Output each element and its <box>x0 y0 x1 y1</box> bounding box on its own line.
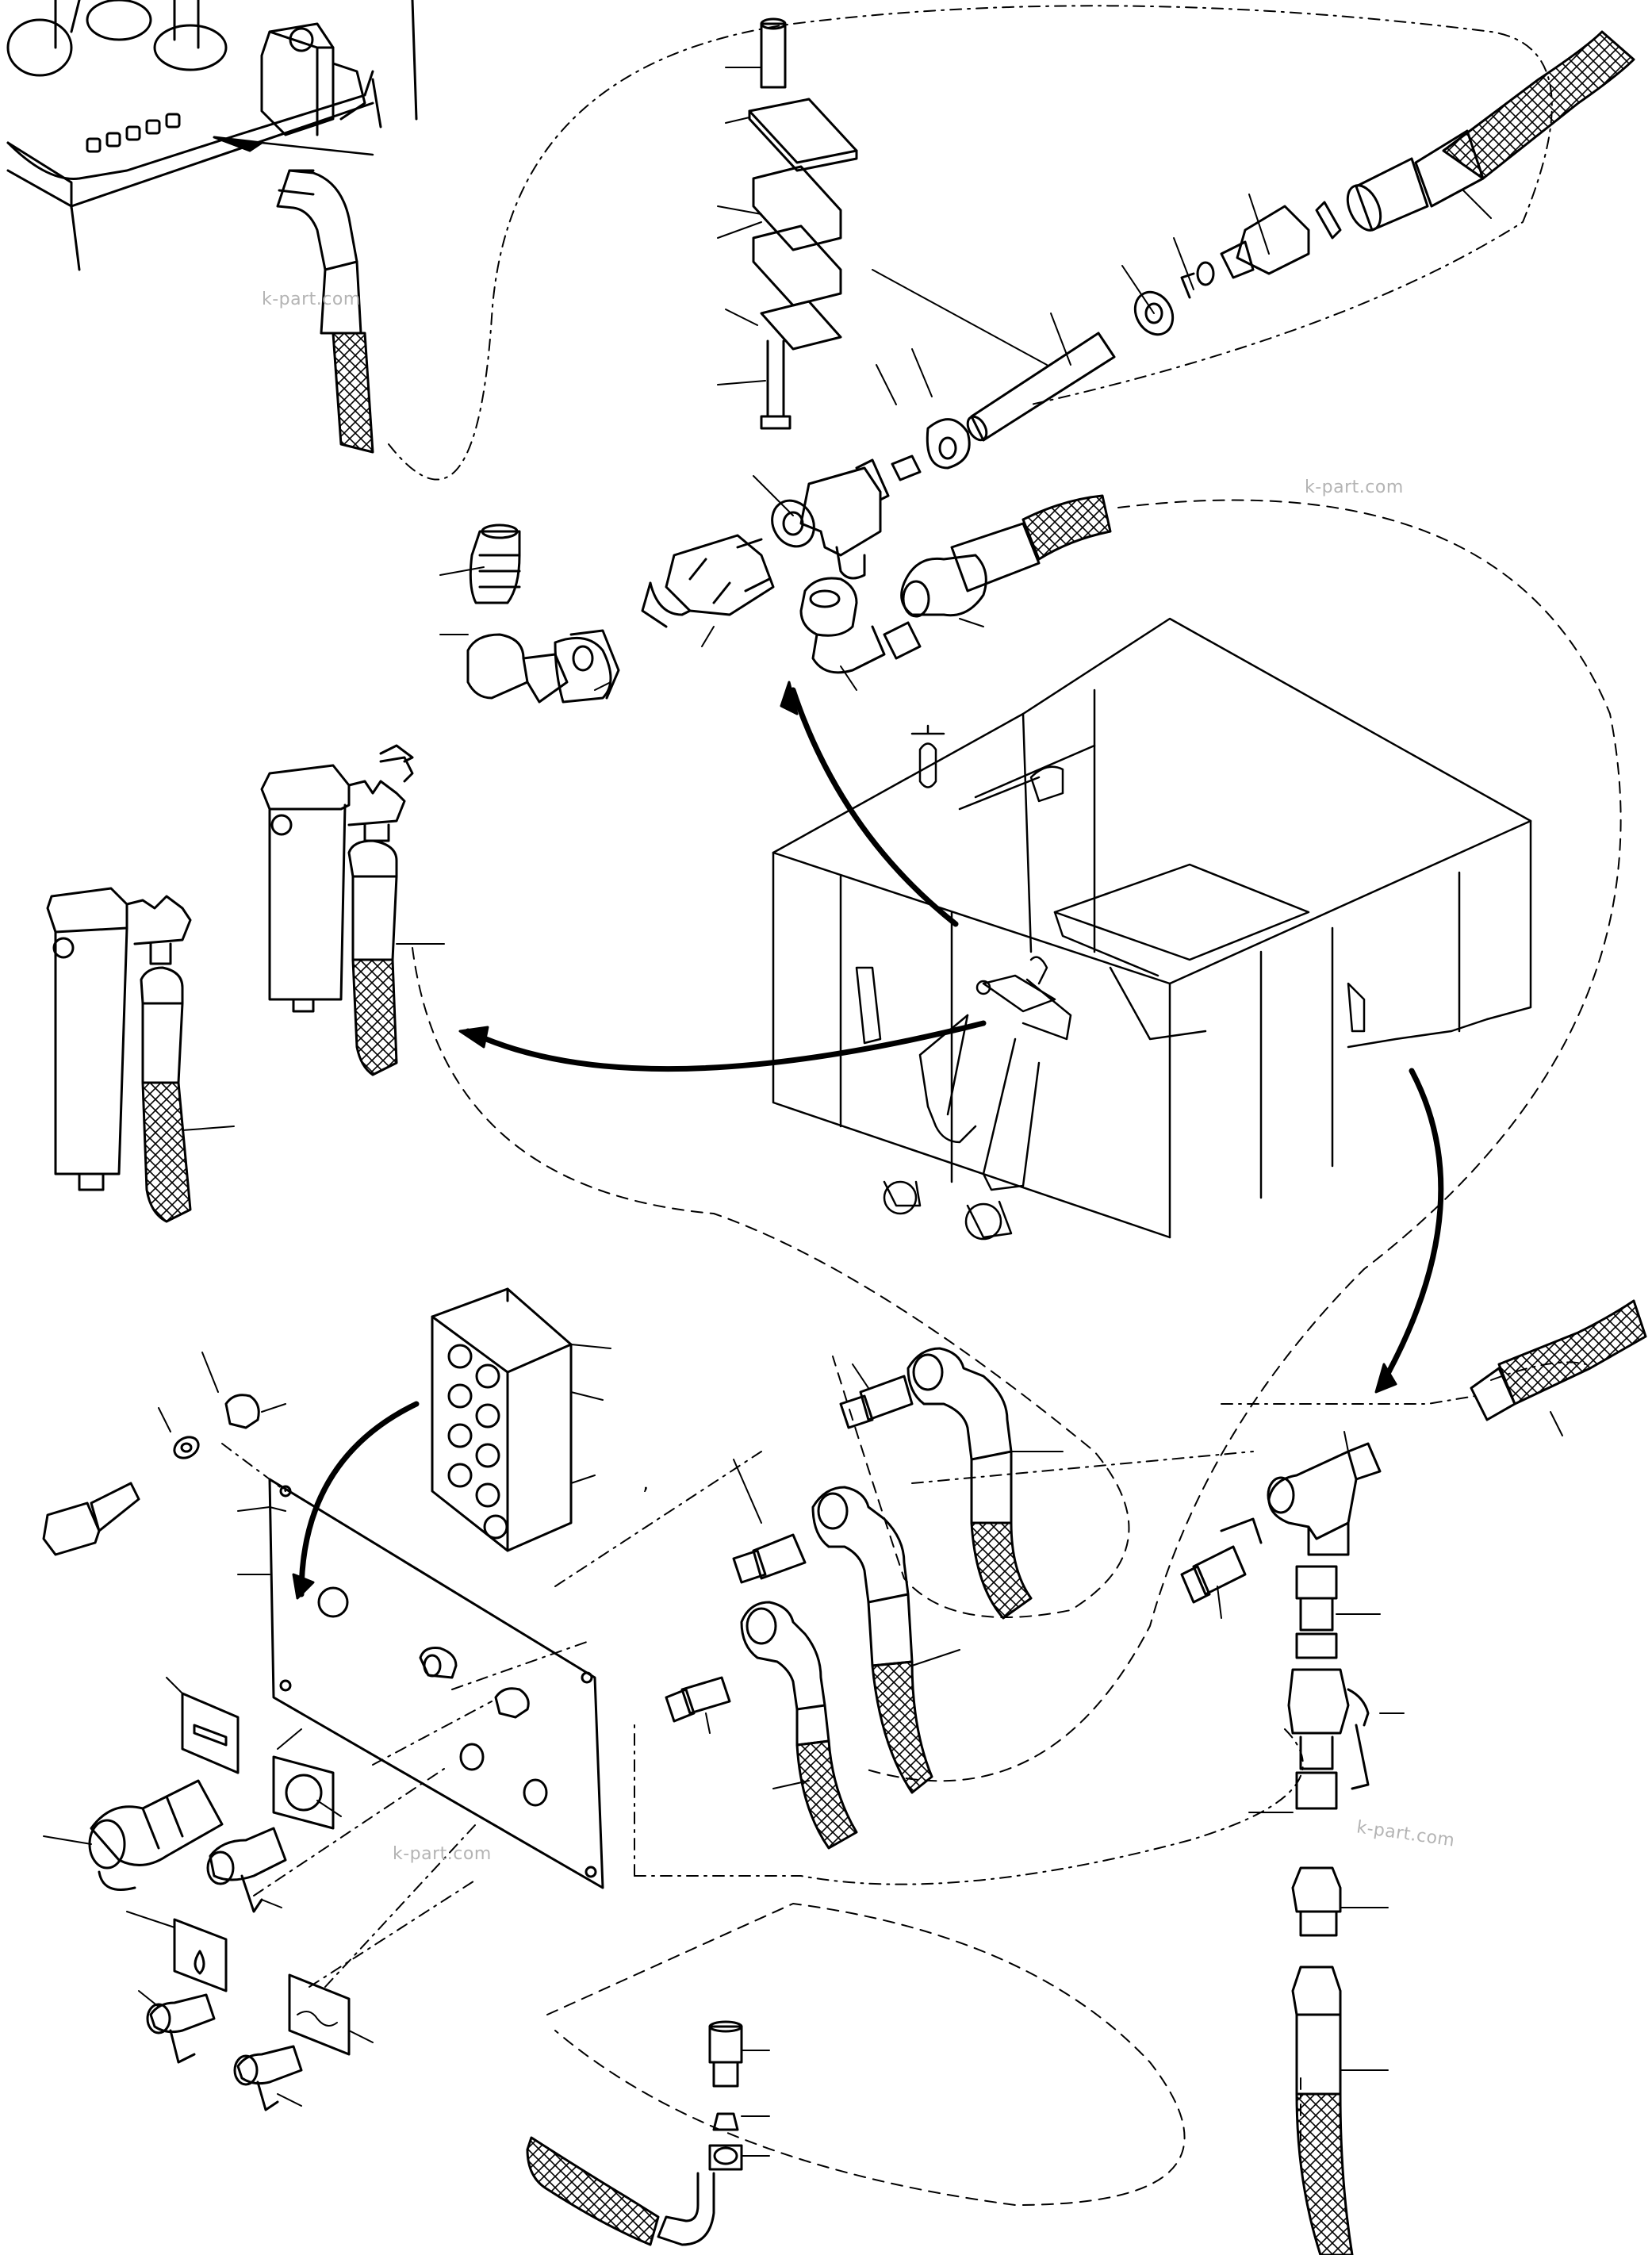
filter-hose-left <box>140 966 192 1223</box>
right-hose-small <box>1470 1299 1647 1436</box>
tee-fitting-lower <box>1267 1431 1382 1556</box>
filter-leaders <box>182 943 445 1131</box>
tee-fitting-upper <box>771 458 890 580</box>
valve-hose <box>276 169 374 454</box>
quick-coupler-large <box>43 1779 224 1891</box>
upper-elbow-hose <box>839 1347 1064 1620</box>
mounting-hardware <box>42 1352 286 1556</box>
nut-sleeve <box>891 418 971 481</box>
hydraulic-tank-frame <box>772 617 1532 1241</box>
left-elbow-group <box>466 523 620 704</box>
watermark: k-part.com <box>393 1844 492 1864</box>
middle-elbow-hose <box>732 1459 960 1794</box>
quick-coupler-small-1 <box>138 1990 216 2064</box>
vertical-fittings <box>1248 1565 1405 2255</box>
clamp-assembly <box>748 17 858 430</box>
watermark: k-part.com <box>262 290 361 309</box>
union-fitting-mid <box>641 534 775 628</box>
guide-lines <box>221 5 1622 2206</box>
valve-block-assembly <box>6 0 418 271</box>
nipple-fitting-right <box>1180 1517 1263 1619</box>
filter-hose-right <box>347 839 398 1076</box>
elbow-fitting-mid <box>799 577 922 674</box>
bottom-hose-fittings <box>526 2020 770 2246</box>
mounting-plate <box>237 1478 604 1889</box>
watermark: k-part.com <box>1305 477 1404 497</box>
top-right-hose <box>1133 30 1635 336</box>
filter-housing-left <box>46 887 192 1191</box>
stray-mark: , <box>642 1471 650 1495</box>
switch-box <box>431 1287 611 1552</box>
assembly-arrows <box>292 681 1444 1600</box>
quick-coupler-small-2 <box>233 2045 303 2111</box>
quick-coupler-medium <box>206 1827 287 1913</box>
mid-right-hose <box>900 494 1112 618</box>
decal-labels <box>126 1677 374 2056</box>
leader-lines <box>439 67 1492 691</box>
pipe <box>966 332 1116 442</box>
lower-elbow-hose <box>665 1601 858 1850</box>
